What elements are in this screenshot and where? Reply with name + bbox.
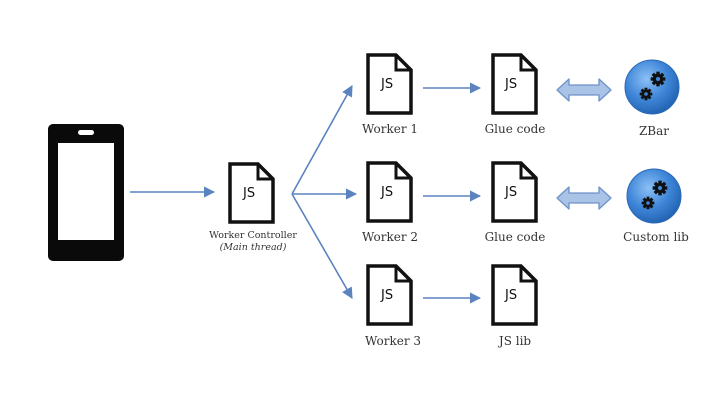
custom-lib-label: Custom lib: [623, 230, 689, 244]
gears-icon: [626, 168, 682, 224]
worker3-label: Worker 3: [365, 334, 421, 348]
glue2-label: Glue code: [485, 230, 546, 244]
worker1-label: Worker 1: [362, 122, 418, 136]
smartphone-icon: [48, 124, 124, 261]
worker1-icon-text: JS: [380, 77, 393, 92]
worker-controller-node: JS Worker Controller (Main thread): [209, 162, 297, 253]
glue2-icon-text: JS: [504, 185, 517, 200]
zbar-node: ZBar: [624, 59, 680, 138]
arrow-controller-to-worker1: [291, 85, 353, 195]
zbar-label: ZBar: [639, 124, 669, 138]
worker3-icon-text: JS: [380, 288, 393, 303]
worker2-node: JS Worker 2: [362, 161, 418, 244]
glue-code-1-node: JS Glue code: [485, 53, 546, 136]
worker1-node: JS Worker 1: [362, 53, 418, 136]
jslib-icon-text: JS: [504, 288, 517, 303]
glue-code-2-node: JS Glue code: [485, 161, 546, 244]
jslib-label: JS lib: [497, 334, 532, 348]
glue1-label: Glue code: [485, 122, 546, 136]
glue1-icon-text: JS: [504, 77, 517, 92]
gears-icon: [624, 59, 680, 115]
worker3-node: JS Worker 3: [365, 264, 421, 348]
worker2-icon-text: JS: [380, 185, 393, 200]
double-arrow-glue1-zbar: [556, 78, 612, 102]
custom-lib-node: Custom lib: [623, 168, 689, 244]
arrow-controller-to-worker3: [291, 193, 353, 299]
worker-controller-label: Worker Controller: [209, 230, 297, 241]
worker-controller-sublabel: (Main thread): [220, 242, 287, 253]
connector-arrows: [130, 82, 482, 304]
double-arrow-glue2-customlib: [556, 186, 612, 210]
js-lib-node: JS JS lib: [491, 264, 538, 348]
worker2-label: Worker 2: [362, 230, 418, 244]
worker-controller-icon-text: JS: [242, 186, 255, 201]
